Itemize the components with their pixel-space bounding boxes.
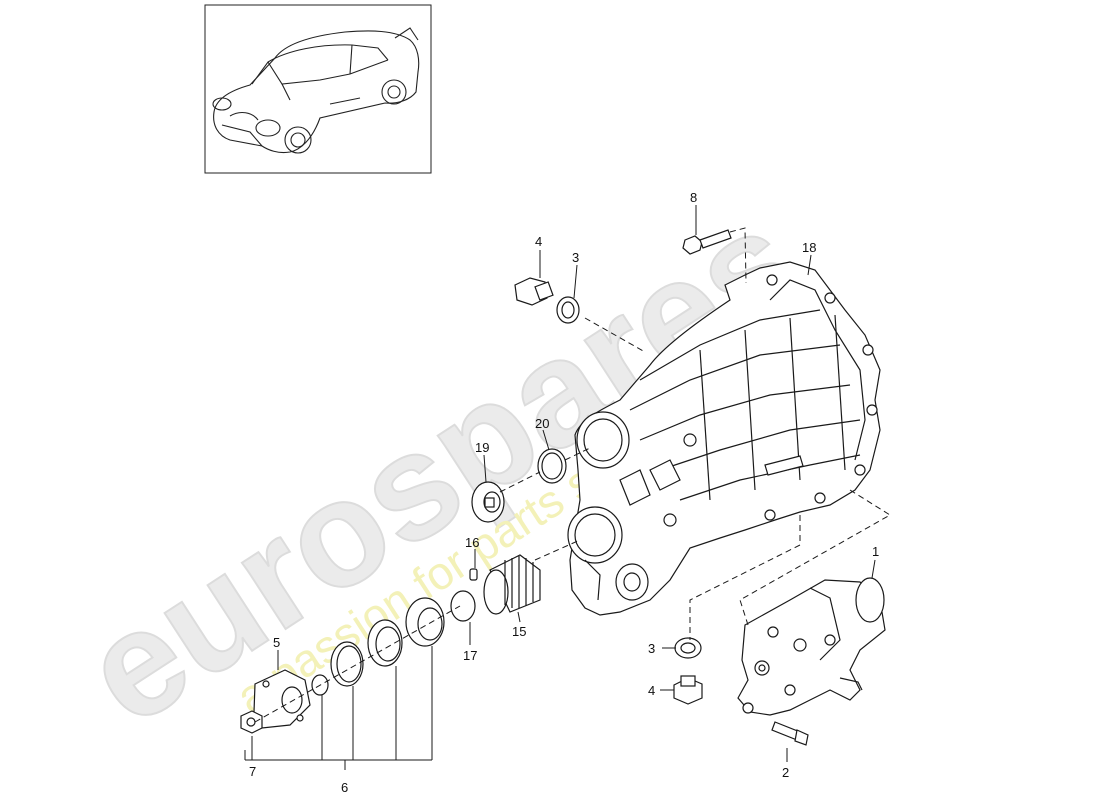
part-seal-stack — [311, 597, 445, 696]
callout-5: 5 — [273, 635, 280, 650]
callout-4-upper: 4 — [535, 234, 542, 249]
part-4-plug-upper — [514, 277, 554, 306]
callout-3-lower: 3 — [648, 641, 655, 656]
part-3-seal-upper — [556, 296, 580, 324]
part-4-plug-lower — [673, 675, 703, 705]
callout-7: 7 — [249, 764, 256, 779]
callout-4-lower: 4 — [648, 683, 655, 698]
callout-3-upper: 3 — [572, 250, 579, 265]
part-5-housing — [253, 669, 311, 729]
part-15-bellows — [483, 554, 541, 615]
part-3-seal-lower — [674, 637, 702, 659]
part-17-circlip — [450, 590, 476, 622]
callout-1: 1 — [872, 544, 879, 559]
leader-lines — [244, 205, 876, 770]
car-thumbnail — [204, 4, 432, 174]
part-20-ring — [537, 448, 567, 484]
part-19-flange — [471, 481, 505, 523]
callout-17: 17 — [463, 648, 477, 663]
callout-16: 16 — [465, 535, 479, 550]
part-2-bolt — [771, 721, 809, 746]
part-8-bolt — [682, 229, 732, 255]
callout-2: 2 — [782, 765, 789, 780]
callout-15: 15 — [512, 624, 526, 639]
part-7-nut — [240, 710, 263, 734]
callout-20: 20 — [535, 416, 549, 431]
part-16-pin — [469, 568, 478, 581]
callout-18: 18 — [802, 240, 816, 255]
dashed-lines — [254, 227, 891, 723]
car-drawing — [212, 27, 420, 154]
callout-8: 8 — [690, 190, 697, 205]
transmission-housing — [567, 261, 881, 616]
mount-bracket — [737, 577, 886, 716]
callout-19: 19 — [475, 440, 489, 455]
callout-labels: 8 4 3 18 20 19 16 1 15 3 5 17 4 7 2 6 — [249, 190, 879, 795]
callout-6: 6 — [341, 780, 348, 795]
